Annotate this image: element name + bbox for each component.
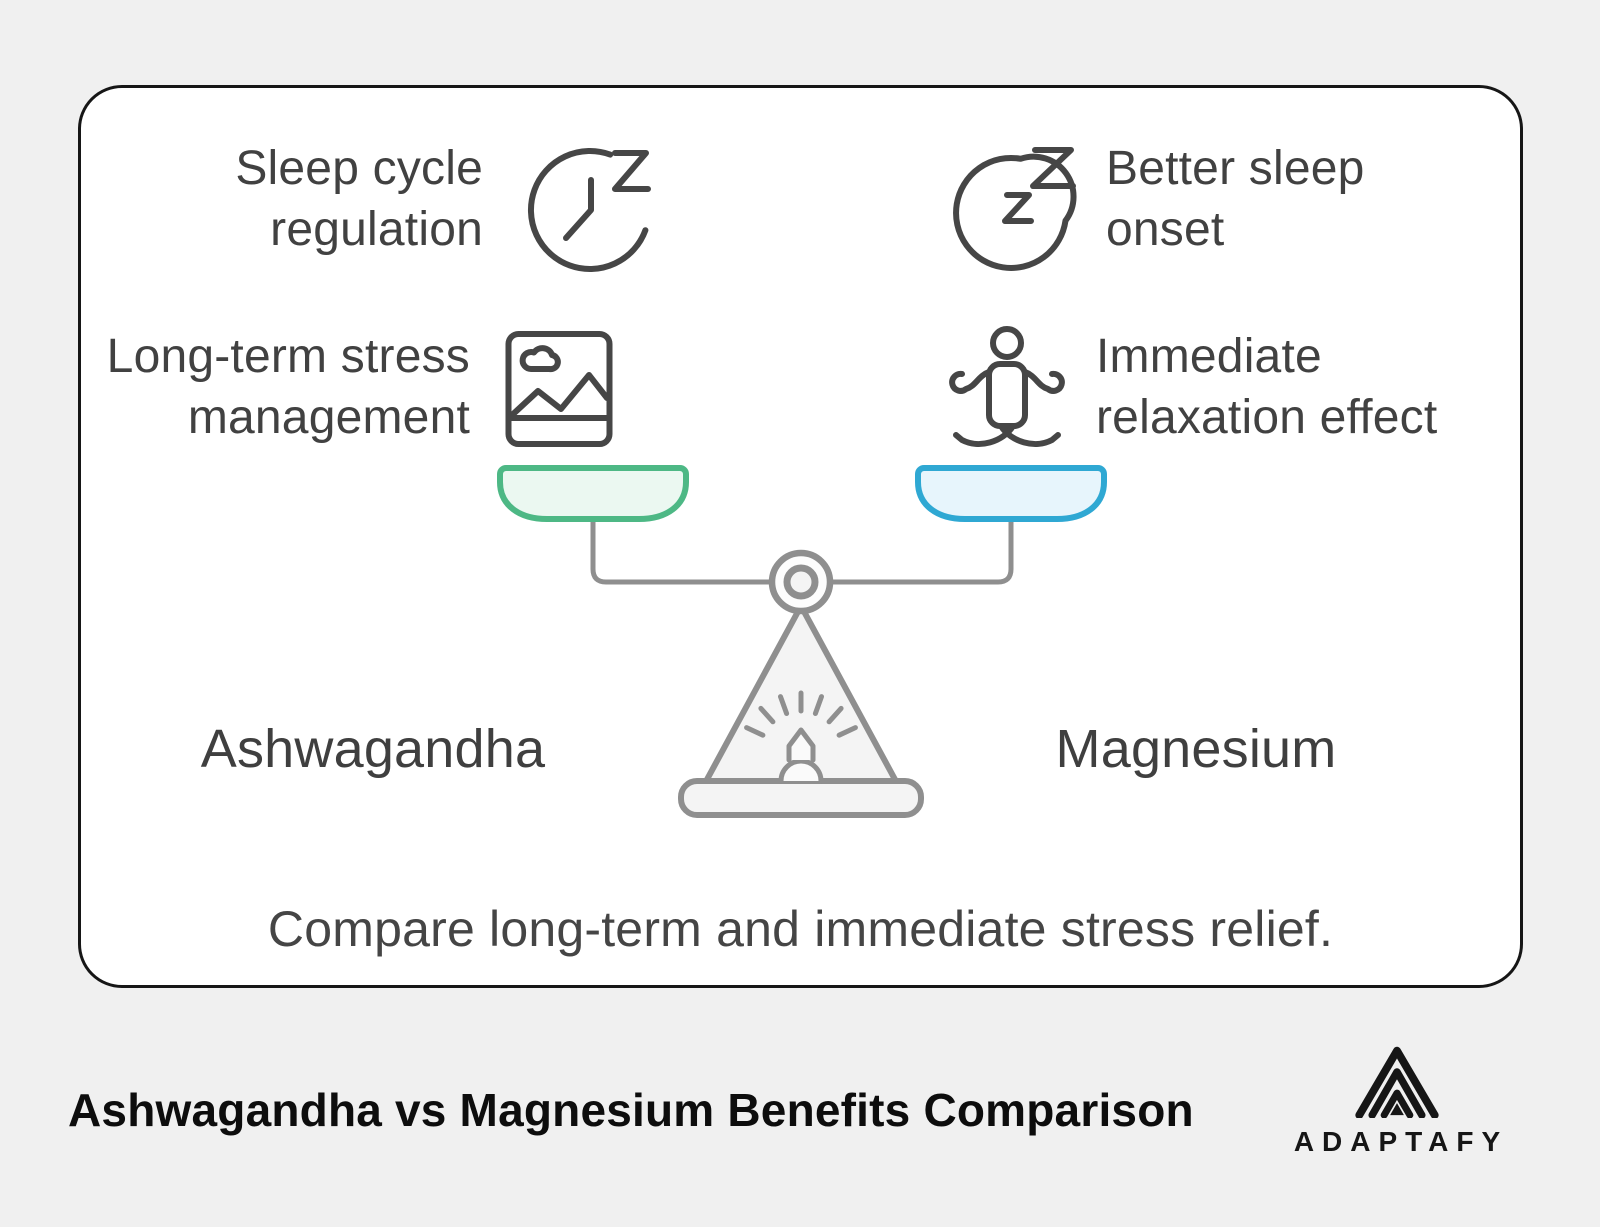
benefit-label-better-sleep: Better sleep onset xyxy=(1106,142,1365,256)
brand-name: ADAPTAFY xyxy=(1293,1126,1509,1157)
benefit-label-sleep-cycle: Sleep cycle regulation xyxy=(235,142,483,256)
item-name-magnesium: Magnesium xyxy=(1055,719,1337,779)
scale-candle xyxy=(744,690,858,784)
page-title: Ashwagandha vs Magnesium Benefits Compar… xyxy=(68,1084,1194,1136)
scale-pan-left xyxy=(497,465,689,522)
sleeping-moon-icon xyxy=(953,147,1077,271)
diagram-card: Sleep cycle regulation Better sleep onse… xyxy=(78,85,1523,988)
meditation-icon xyxy=(949,326,1065,447)
diagram-caption: Compare long-term and immediate stress r… xyxy=(267,901,1334,957)
benefit-label-long-term-stress: Long-term stress management xyxy=(106,330,470,444)
scale-pan-right xyxy=(915,465,1107,522)
benefit-label-immediate-relaxation: Immediate relaxation effect xyxy=(1096,330,1438,444)
clock-snooze-icon xyxy=(527,148,651,272)
adaptafy-logo-icon xyxy=(1355,1046,1439,1118)
brand-block: ADAPTAFY xyxy=(1270,1046,1524,1158)
scale-pivot xyxy=(768,549,834,615)
image-landscape-icon xyxy=(505,331,613,447)
item-name-ashwagandha: Ashwagandha xyxy=(200,719,546,779)
balance-scale-graphic xyxy=(497,465,1107,818)
